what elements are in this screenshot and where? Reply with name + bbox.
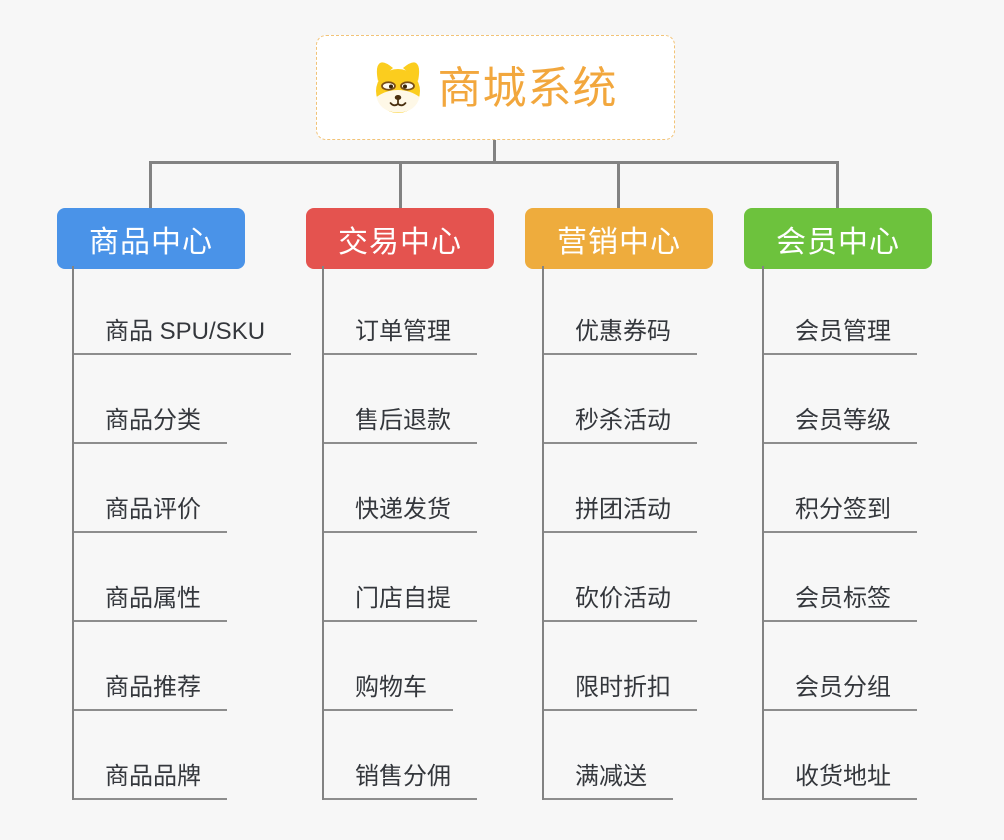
leaf-node: 会员标签	[764, 533, 917, 622]
leaf-node: 商品评价	[74, 444, 227, 533]
connector-stub-branch-4	[836, 161, 839, 208]
leaf-column-member-center: 会员管理 会员等级 积分签到 会员标签 会员分组 收货地址	[762, 266, 917, 800]
root-title: 商城系统	[437, 63, 618, 113]
leaf-node: 拼团活动	[544, 444, 697, 533]
connector-stub-branch-2	[399, 161, 402, 208]
root-node: 商城系统	[316, 35, 675, 140]
shiba-dog-icon	[375, 62, 420, 113]
leaf-column-trade-center: 订单管理 售后退款 快递发货 门店自提 购物车 销售分佣	[322, 266, 477, 800]
connector-stub-branch-3	[617, 161, 620, 208]
leaf-node: 砍价活动	[544, 533, 697, 622]
leaf-node: 会员分组	[764, 622, 917, 711]
leaf-node: 销售分佣	[324, 711, 477, 800]
leaf-node: 商品分类	[74, 355, 227, 444]
branch-header-marketing-center: 营销中心	[525, 208, 713, 269]
leaf-node: 会员等级	[764, 355, 917, 444]
branch-header-member-center: 会员中心	[744, 208, 932, 269]
leaf-node: 商品品牌	[74, 711, 227, 800]
leaf-node: 会员管理	[764, 266, 917, 355]
leaf-node: 订单管理	[324, 266, 477, 355]
leaf-node: 限时折扣	[544, 622, 697, 711]
connector-root-stub	[493, 140, 496, 164]
leaf-node: 优惠券码	[544, 266, 697, 355]
leaf-node: 快递发货	[324, 444, 477, 533]
leaf-node: 商品 SPU/SKU	[74, 266, 292, 355]
leaf-node: 商品属性	[74, 533, 227, 622]
leaf-node: 收货地址	[764, 711, 917, 800]
connector-horizontal	[149, 161, 839, 164]
leaf-node: 积分签到	[764, 444, 917, 533]
leaf-node: 秒杀活动	[544, 355, 697, 444]
leaf-node: 满减送	[544, 711, 673, 800]
branch-header-trade-center: 交易中心	[306, 208, 494, 269]
leaf-node: 门店自提	[324, 533, 477, 622]
connector-stub-branch-1	[149, 161, 152, 208]
leaf-node: 售后退款	[324, 355, 477, 444]
leaf-node: 商品推荐	[74, 622, 227, 711]
leaf-column-marketing-center: 优惠券码 秒杀活动 拼团活动 砍价活动 限时折扣 满减送	[542, 266, 697, 800]
leaf-column-product-center: 商品 SPU/SKU 商品分类 商品评价 商品属性 商品推荐 商品品牌	[72, 266, 292, 800]
leaf-node: 购物车	[324, 622, 453, 711]
branch-header-product-center: 商品中心	[57, 208, 245, 269]
